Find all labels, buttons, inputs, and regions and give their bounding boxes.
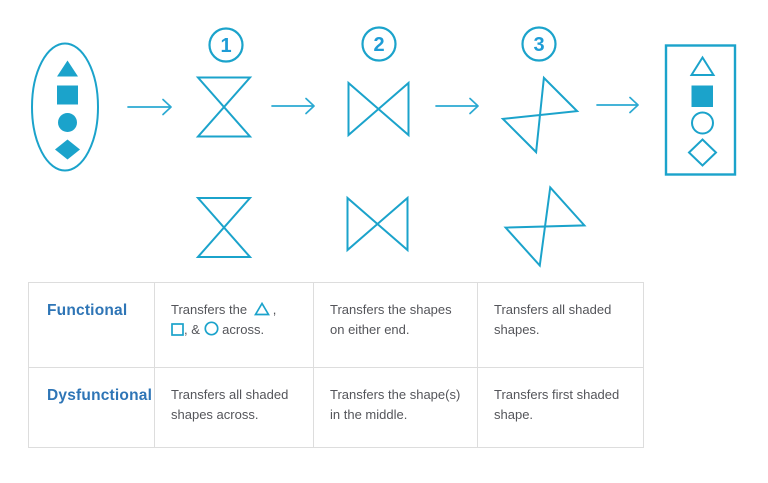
bowtie-horizontal-icon-row1 <box>347 80 410 138</box>
step-2-number: 2 <box>373 34 384 56</box>
square-filled-result-icon <box>691 85 713 107</box>
functional-rule-1-text-d: across. <box>222 322 265 337</box>
functional-rule-1-text-b: , <box>272 302 277 317</box>
square-filled-icon <box>57 85 78 105</box>
result-group <box>664 44 737 176</box>
step-3-circle <box>521 26 557 62</box>
arrow-right-icon-4 <box>596 96 639 114</box>
triangle-outline-icon <box>689 55 716 76</box>
dysfunctional-rule-1-cell: Transfers all shaded shapes across. <box>155 368 313 447</box>
dysfunctional-rule-2-cell: Transfers the shape(s) in the middle. <box>314 368 477 447</box>
dysfunctional-rule-3-cell: Transfers first shaded shape. <box>478 368 643 447</box>
arrow-right-icon-2 <box>271 97 315 115</box>
functional-rule-1-cell: Transfers the , , & across. <box>155 283 313 367</box>
functional-rule-2-cell: Transfers the shapes on either end. <box>314 283 477 367</box>
step-1-circle <box>208 27 244 63</box>
step-2-badge: 2 <box>361 26 397 62</box>
circle-outline-icon <box>691 111 714 135</box>
bowtie-tilted-icon-row1 <box>500 75 580 155</box>
source-ellipse <box>31 42 99 172</box>
diamond-outline-icon <box>687 138 718 167</box>
square-outline-inline-icon <box>171 323 184 336</box>
arrow-right-icon-3 <box>435 97 479 115</box>
hourglass-vertical-icon-row1 <box>195 76 253 138</box>
functional-rule-1-text-c: , & <box>184 322 200 337</box>
step-1-badge: 1 <box>208 27 244 63</box>
result-rectangle <box>664 44 737 176</box>
diamond-filled-icon <box>55 139 80 160</box>
bowtie-horizontal-icon-row2 <box>346 195 409 253</box>
circle-outline-inline-icon <box>203 321 219 336</box>
functional-rule-1-text-a: Transfers the <box>171 302 248 317</box>
step-1-number: 1 <box>220 35 231 57</box>
row-label-functional: Functional <box>29 283 154 367</box>
triangle-outline-inline-icon <box>253 301 270 316</box>
circle-filled-icon <box>58 113 77 132</box>
functional-rule-3-cell: Transfers all shaded shapes. <box>478 283 643 367</box>
transfer-flow-diagram: 1 2 3 <box>31 26 737 268</box>
bowtie-tilted-icon-row2 <box>503 185 587 268</box>
step-3-badge: 3 <box>521 26 557 62</box>
triangle-filled-icon <box>57 60 78 77</box>
rules-table: Functional Transfers the , , & across. T… <box>28 282 644 448</box>
source-group <box>31 42 99 172</box>
row-label-dysfunctional: Dysfunctional <box>29 368 154 447</box>
hourglass-vertical-icon-row2 <box>195 197 253 258</box>
step-3-number: 3 <box>533 34 544 56</box>
step-2-circle <box>361 26 397 62</box>
arrow-right-icon-1 <box>127 98 172 116</box>
